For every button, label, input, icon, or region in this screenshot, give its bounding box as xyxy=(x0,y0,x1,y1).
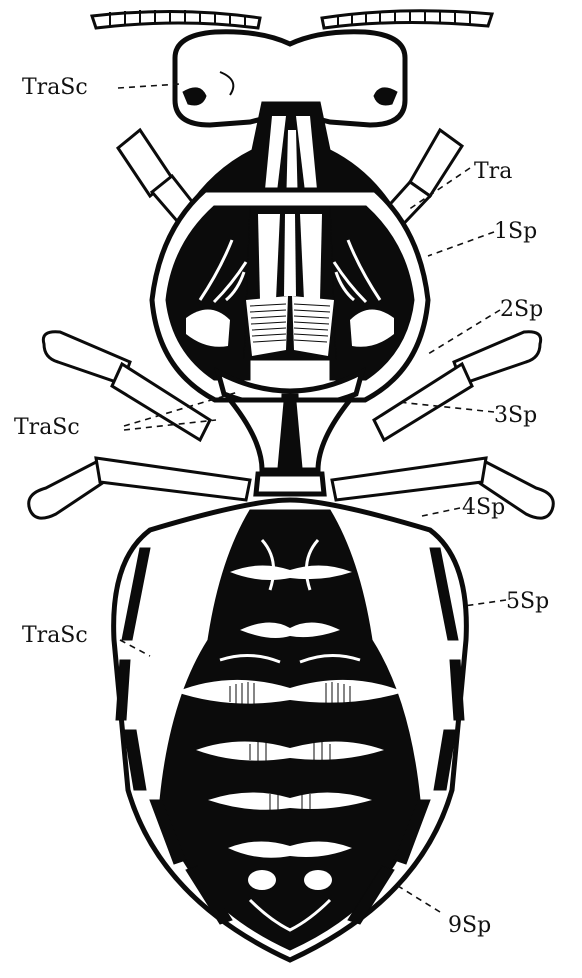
label-trasc-abdomen: TraSc xyxy=(22,623,88,648)
label-trasc-head: TraSc xyxy=(22,75,88,100)
label-trasc-thorax: TraSc xyxy=(14,415,80,440)
label-5sp: 5Sp xyxy=(506,589,549,614)
abdomen xyxy=(114,500,467,960)
label-9sp: 9Sp xyxy=(448,913,491,938)
label-tra: Tra xyxy=(474,159,512,184)
label-3sp: 3Sp xyxy=(494,403,537,428)
label-1sp: 1Sp xyxy=(494,219,537,244)
leg-hind-right xyxy=(332,458,553,518)
label-2sp: 2Sp xyxy=(500,297,543,322)
label-4sp: 4Sp xyxy=(462,495,505,520)
antenna-left xyxy=(92,10,260,28)
antenna-right xyxy=(322,11,492,28)
